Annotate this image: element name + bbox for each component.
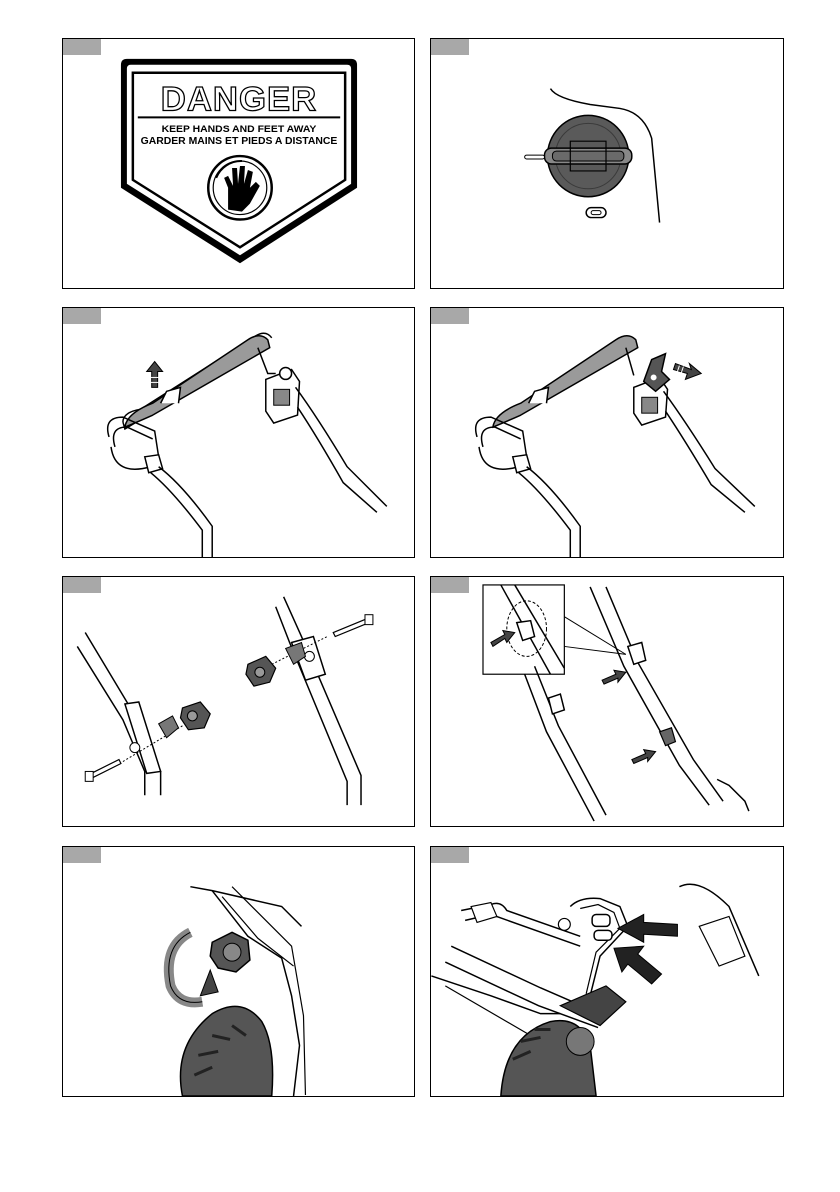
figure-panel-handle-lever-release [430,307,784,558]
figure-panel-knob-assembly [62,576,415,827]
wheel-hub [501,1021,596,1096]
figure-panel-handle-lever-up [62,307,415,558]
spacer-washer-left [159,716,179,738]
figure-panel-control-knob [430,38,784,289]
arrow-right-icon [673,364,701,380]
indicator-oval-mark [586,208,606,218]
handle-grip-bar [125,336,270,427]
danger-title: DANGER [161,80,317,118]
wheel-tread [180,1006,272,1096]
danger-line-english: KEEP HANDS AND FEET AWAY [162,124,317,135]
bolt-right [333,615,373,637]
control-knob [545,115,632,196]
figure-panel-danger-label: DANGER KEEP HANDS AND FEET AWAY GARDER M… [62,38,415,289]
arrow-right-icon [602,670,626,684]
danger-sign: DANGER KEEP HANDS AND FEET AWAY GARDER M… [63,39,414,288]
arrow-right-icon [632,750,656,764]
arrow-left-icon [618,914,678,942]
arrow-upleft-icon [614,946,662,984]
figure-panel-cable-clips [430,576,784,827]
star-knob [210,932,250,972]
arrow-up-icon [147,362,163,388]
danger-line-french: GARDER MAINS ET PIEDS A DISTANCE [141,136,338,147]
bolt-left [85,760,121,782]
rotate-arrow-icon [169,932,218,1002]
handle-grip-bar [493,336,638,427]
figure-panel-handle-bracket [430,846,784,1097]
cable-clip [660,728,676,746]
indicator-line-mark [525,155,545,159]
figure-panel-rotate-knob [62,846,415,1097]
